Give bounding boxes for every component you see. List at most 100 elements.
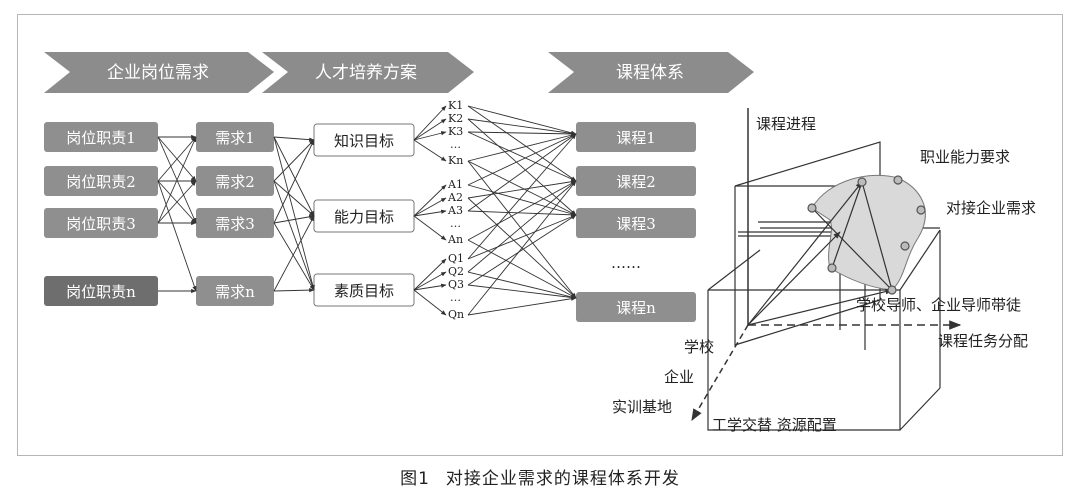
- item-q3: Q3: [448, 278, 464, 291]
- front-cube-right-top: [899, 229, 941, 291]
- node-5: [900, 241, 910, 251]
- node-6: [827, 263, 837, 273]
- item-course-arrow-22: [467, 284, 577, 300]
- item-a3: A3: [447, 204, 463, 217]
- demand-goal-arrow-5: [273, 180, 315, 291]
- large-cube-back: [734, 141, 881, 346]
- header-arrow-3-label: 课程体系: [616, 63, 684, 83]
- header-arrow-2-label: 人才培养方案: [315, 63, 417, 83]
- duty-demand-arrow-7: [157, 180, 197, 224]
- duty-box-1: [44, 122, 158, 152]
- y-axis: [691, 324, 749, 422]
- item-course-arrow-15: [467, 180, 577, 241]
- figure-number: 图1: [400, 469, 430, 489]
- item-kn: Kn: [448, 154, 463, 167]
- duty-label-n: 岗位职责n: [66, 283, 136, 301]
- front-cube-right-bottom: [899, 387, 941, 431]
- node-3: [916, 205, 926, 215]
- goal-boxes: 知识目标 能力目标 素质目标: [313, 123, 415, 307]
- duty-label-1: 岗位职责1: [66, 129, 136, 147]
- item-course-arrow-14: [467, 133, 577, 212]
- node-1: [857, 177, 867, 187]
- demand-goal-arrow-0: [273, 136, 315, 142]
- course-system-diagram: 企业岗位需求 人才培养方案 课程体系 岗位职责1 岗位职责2 岗位职责3 岗位职…: [44, 52, 1036, 434]
- demand-box-3: [196, 208, 274, 238]
- duty-box-3: [44, 208, 158, 238]
- cube-model: [691, 108, 962, 431]
- goal-item-arrow-2-0: [413, 258, 447, 291]
- goal-item-arrow-1-0: [413, 184, 447, 217]
- duty-boxes: 岗位职责1 岗位职责2 岗位职责3 岗位职责n: [44, 122, 158, 306]
- demand-box-1: [196, 122, 274, 152]
- demand-box-2: [196, 166, 274, 196]
- item-k2: K2: [448, 112, 463, 125]
- goal-item-arrow-0-1: [413, 118, 447, 141]
- demand-goal-arrow-10: [273, 287, 315, 293]
- item-course-arrow-10: [467, 184, 577, 216]
- front-cube-outline: [707, 290, 901, 431]
- duty-label-3: 岗位职责3: [66, 215, 136, 233]
- duty-box-2: [44, 166, 158, 196]
- x-axis-label: 课程任务分配: [938, 332, 1028, 350]
- goal-item-arrow-1-2: [413, 209, 447, 217]
- header-arrow-2: [262, 52, 474, 93]
- duty-demand-arrow-3: [157, 136, 197, 182]
- course-label-n: 课程n: [616, 299, 656, 317]
- item-course-arrow-13: [467, 210, 577, 217]
- top-right-label: 职业能力要求: [920, 148, 1010, 166]
- item-labels: K1 K2 K3 … Kn A1 A2 A3 … An Q1 Q2 Q3 … Q…: [447, 99, 464, 321]
- vector-1: [747, 181, 863, 326]
- goal-item-arrow-0-4: [413, 139, 447, 162]
- course-label-1: 课程1: [616, 129, 656, 147]
- course-label-3: 课程3: [616, 215, 656, 233]
- item-course-arrow-18: [467, 214, 577, 260]
- base-label: 实训基地: [612, 398, 672, 416]
- header-arrow-1-label: 企业岗位需求: [107, 63, 209, 83]
- demand-goal-arrow-9: [273, 215, 315, 292]
- header-arrows: 企业岗位需求 人才培养方案 课程体系: [44, 52, 754, 93]
- demand-label-2: 需求2: [215, 173, 255, 191]
- item-k1: K1: [448, 99, 463, 112]
- item-qn: Qn: [448, 308, 464, 321]
- item-course-arrow-6: [467, 160, 577, 216]
- small-cube-inner: [758, 221, 841, 330]
- duty-label-2: 岗位职责2: [66, 173, 136, 191]
- item-course-arrow-1: [467, 105, 577, 182]
- duty-box-n: [44, 276, 158, 306]
- demand-goal-arrow-7: [273, 214, 315, 224]
- demand-label-3: 需求3: [215, 215, 255, 233]
- item-k3: K3: [448, 125, 463, 138]
- demand-goal-arrow-2: [273, 136, 315, 291]
- item-q2: Q2: [448, 265, 464, 278]
- item-course-arrow-20: [467, 271, 577, 299]
- demand-goal-arrow-1: [273, 136, 315, 217]
- item-k-ellipsis: …: [450, 138, 461, 151]
- duty-demand-arrow-6: [157, 136, 197, 224]
- right-label: 对接企业需求: [946, 199, 1036, 217]
- node-4: [807, 203, 817, 213]
- item-q-ellipsis: …: [450, 291, 461, 304]
- item-course-arrow-3: [467, 118, 577, 216]
- vector-5: [831, 181, 863, 269]
- goal-item-arrow-2-1: [413, 271, 447, 291]
- demand-boxes: 需求1 需求2 需求3 需求n: [196, 122, 274, 306]
- node-7: [887, 285, 897, 295]
- course-box-2: [576, 166, 696, 196]
- item-course-arrow-7: [467, 133, 577, 162]
- item-course-arrow-0: [467, 105, 577, 135]
- figure-frame: [17, 14, 1063, 456]
- goal-label-ability: 能力目标: [334, 208, 394, 226]
- node-2: [893, 175, 903, 185]
- item-course-arrow-16: [467, 239, 577, 299]
- item-an: An: [447, 233, 463, 246]
- item-course-arrow-23: [467, 296, 577, 316]
- item-course-arrow-8: [467, 160, 577, 299]
- course-box-1: [576, 122, 696, 152]
- competency-region: [811, 174, 926, 291]
- goal-item-arrow-0-0: [413, 105, 447, 141]
- header-arrow-3: [548, 52, 754, 93]
- item-a-ellipsis: …: [450, 217, 461, 230]
- vector-6: [811, 207, 893, 291]
- mentor-label: 学校导师、企业导师带徒: [856, 296, 1021, 314]
